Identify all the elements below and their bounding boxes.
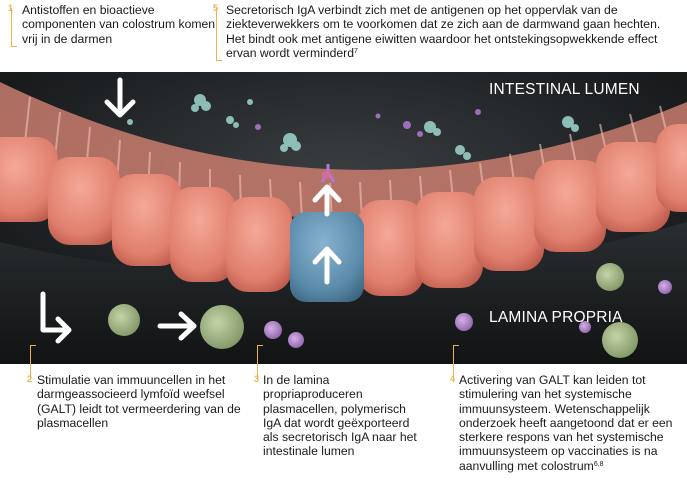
note-5-text: Secretorisch IgA verbindt zich met de an… (226, 3, 681, 60)
lamina-propria-label: LAMINA PROPRIA (489, 309, 623, 327)
note-2-number: 2 (27, 374, 32, 384)
note-1-bracket (11, 8, 17, 47)
note-1-text: Antistoffen en bioactieve componenten va… (22, 3, 222, 46)
note-5-citation: 7 (354, 48, 358, 55)
note-5-body: Secretorisch IgA verbindt zich met de an… (226, 3, 660, 60)
note-4-body: Activering van GALT kan leiden tot stimu… (459, 373, 672, 473)
note-1-number: 1 (8, 3, 13, 13)
note-3-number: 3 (254, 374, 259, 384)
note-2-text: Stimulatie van immuuncellen in het darmg… (37, 373, 249, 430)
note-4-citation: 6,8 (594, 461, 604, 468)
note-5-number: 5 (213, 3, 218, 13)
note-4-text: Activering van GALT kan leiden tot stimu… (459, 373, 685, 473)
note-4-number: 4 (450, 374, 455, 384)
intestinal-lumen-label: INTESTINAL LUMEN (489, 81, 640, 99)
note-5-bracket (216, 8, 222, 61)
note-3-text: In de lamina propriaproduceren plasmacel… (263, 373, 421, 459)
